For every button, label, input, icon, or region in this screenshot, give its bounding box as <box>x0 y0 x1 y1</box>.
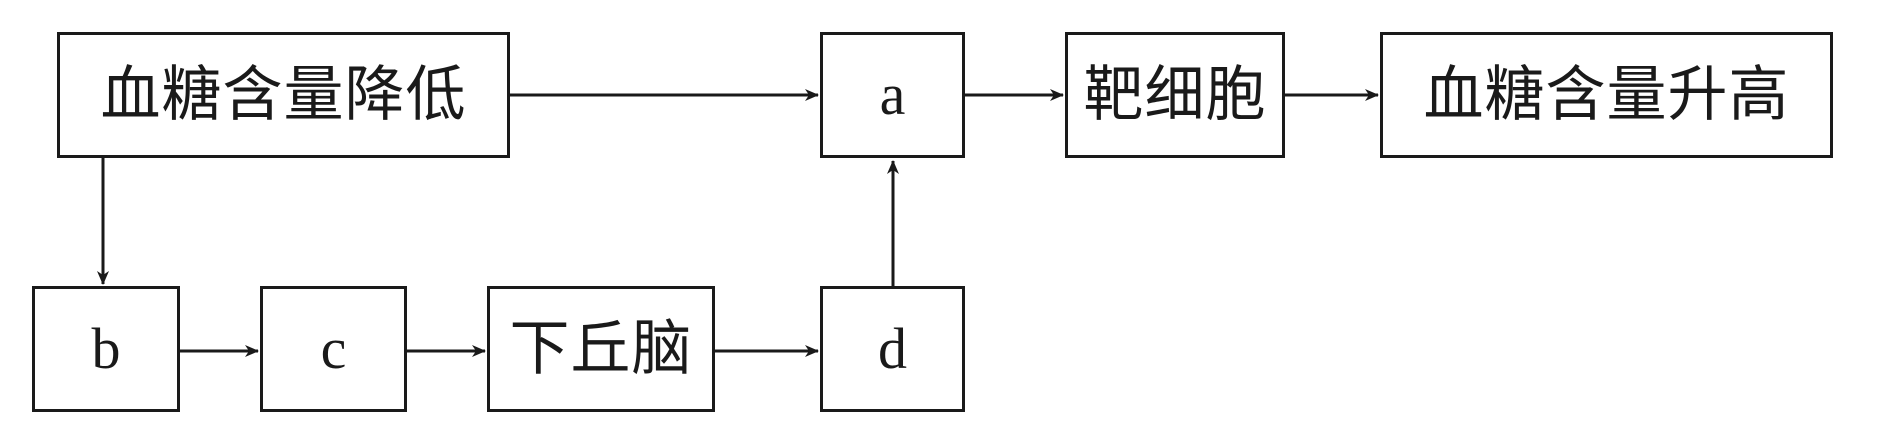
node-label: b <box>91 316 121 381</box>
node-label: 靶细胞 <box>1083 60 1267 130</box>
node-label: 下丘脑 <box>509 314 693 384</box>
node-target-cell: 靶细胞 <box>1065 32 1285 158</box>
node-blood-sugar-down: 血糖含量降低 <box>57 32 510 158</box>
node-label: a <box>879 62 906 127</box>
node-d: d <box>820 286 965 412</box>
node-blood-sugar-up: 血糖含量升高 <box>1380 32 1833 158</box>
node-a: a <box>820 32 965 158</box>
node-c: c <box>260 286 407 412</box>
node-hypothalamus: 下丘脑 <box>487 286 715 412</box>
node-label: c <box>320 316 347 381</box>
node-label: d <box>878 316 907 381</box>
node-label: 血糖含量升高 <box>1423 60 1790 130</box>
node-b: b <box>32 286 180 412</box>
node-label: 血糖含量降低 <box>100 60 467 130</box>
